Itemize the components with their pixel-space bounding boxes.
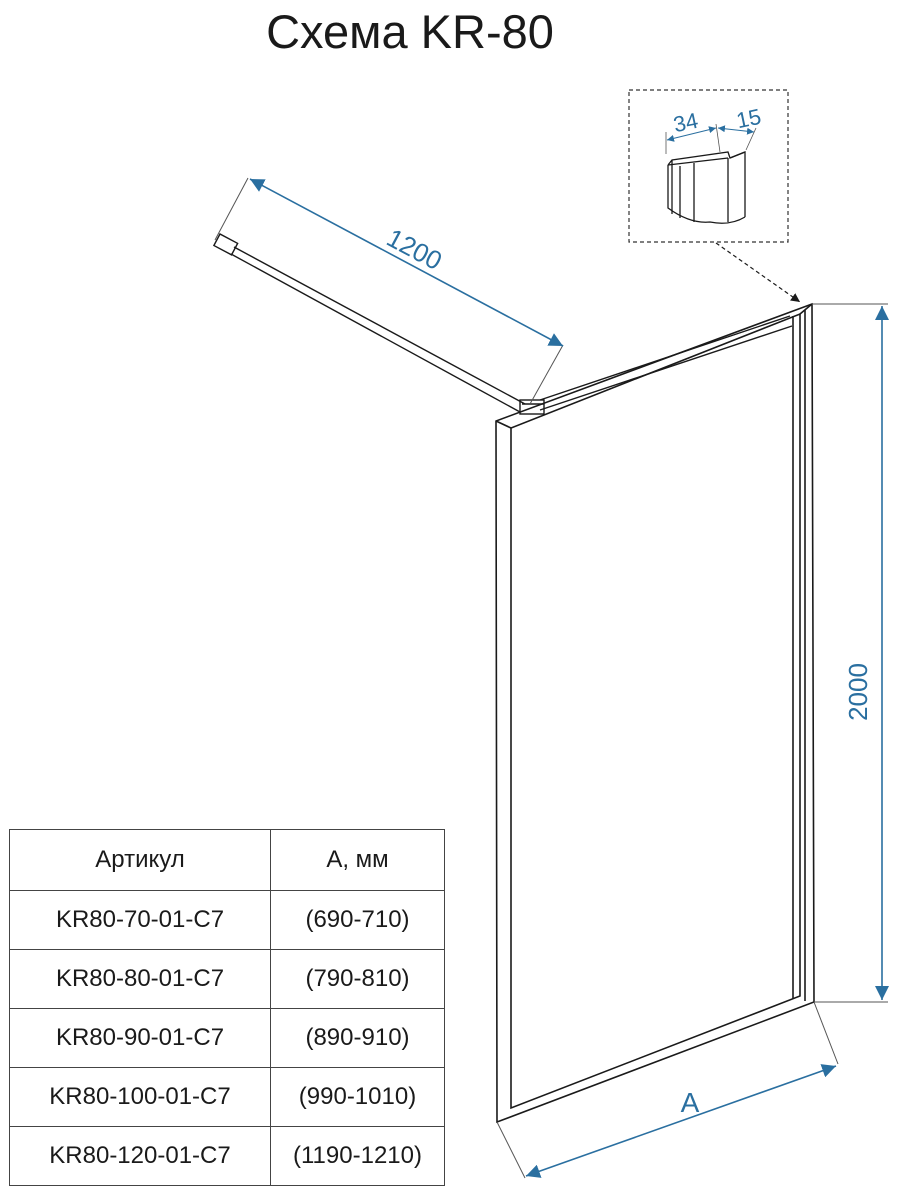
range-cell: (990-1010) xyxy=(270,1067,445,1127)
diagram-title: Схема KR-80 xyxy=(266,5,554,58)
table-row: KR80-100-01-C7 (990-1010) xyxy=(9,1067,445,1127)
table-row: KR80-90-01-C7 (890-910) xyxy=(9,1008,445,1068)
header-a-mm: А, мм xyxy=(270,829,445,891)
profile-width-label: 34 xyxy=(671,108,700,138)
profile-detail-callout: 34 15 xyxy=(628,89,801,303)
article-dimension-table: Артикул А, мм KR80-70-01-C7 (690-710) KR… xyxy=(9,829,445,1186)
article-cell: KR80-100-01-C7 xyxy=(9,1067,271,1127)
article-cell: KR80-90-01-C7 xyxy=(9,1008,271,1068)
range-cell: (790-810) xyxy=(270,949,445,1009)
article-cell: KR80-120-01-C7 xyxy=(9,1126,271,1186)
table-row: KR80-80-01-C7 (790-810) xyxy=(9,949,445,1009)
range-cell: (890-910) xyxy=(270,1008,445,1068)
table-row: KR80-120-01-C7 (1190-1210) xyxy=(9,1126,445,1186)
range-cell: (1190-1210) xyxy=(270,1126,445,1186)
dimension-bar-length: 1200 xyxy=(214,177,564,405)
article-cell: KR80-70-01-C7 xyxy=(9,890,271,950)
dimension-width: A xyxy=(496,1001,839,1179)
header-article: Артикул xyxy=(9,829,271,891)
table-header-row: Артикул А, мм xyxy=(9,829,445,891)
dimension-label-1200: 1200 xyxy=(382,222,447,276)
dimension-label-2000: 2000 xyxy=(843,663,873,721)
dimension-label-a: A xyxy=(681,1087,700,1118)
table-row: KR80-70-01-C7 (690-710) xyxy=(9,890,445,950)
range-cell: (690-710) xyxy=(270,890,445,950)
glass-panel xyxy=(495,302,815,1124)
dimension-height: 2000 xyxy=(812,303,889,1003)
profile-depth-label: 15 xyxy=(734,104,763,134)
top-rail xyxy=(539,315,793,411)
stabilizer-bar xyxy=(212,233,545,415)
article-cell: KR80-80-01-C7 xyxy=(9,949,271,1009)
